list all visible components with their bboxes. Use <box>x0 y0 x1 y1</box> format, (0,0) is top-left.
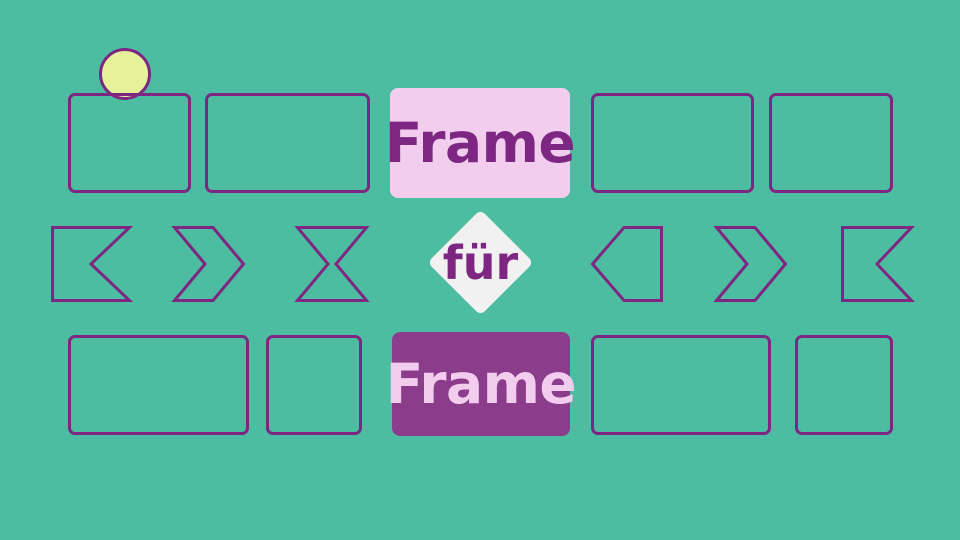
top-rect-4 <box>769 93 893 193</box>
accent-circle <box>99 48 151 100</box>
bowtie-path <box>294 226 370 302</box>
bottom-frame-card: Frame <box>386 332 577 436</box>
bottom-rect-2 <box>266 335 362 435</box>
top-rect-3 <box>591 93 754 193</box>
top-frame-label: Frame <box>384 110 576 175</box>
notched-rect-shape-right <box>841 226 915 302</box>
pentagon-left-path <box>590 226 663 302</box>
chevron-right-shape-2 <box>713 226 788 302</box>
top-rect-2 <box>205 93 370 193</box>
chevron-right-path-2 <box>713 226 788 302</box>
bottom-rect-1 <box>68 335 249 435</box>
chevron-right-shape-1 <box>171 226 246 302</box>
bowtie-shape <box>294 226 370 302</box>
fuer-diamond: für <box>427 209 534 316</box>
notched-rect-path-2 <box>841 226 915 302</box>
bottom-rect-4 <box>795 335 893 435</box>
top-frame-card: Frame <box>385 88 576 198</box>
bottom-frame-label: Frame <box>385 351 577 416</box>
pentagon-left-shape <box>590 226 663 302</box>
diamond-label: für <box>442 235 519 290</box>
top-rect-1 <box>68 93 191 193</box>
notched-rect-path <box>51 226 134 302</box>
notched-rect-shape-left <box>51 226 134 302</box>
chevron-right-path <box>171 226 246 302</box>
bottom-rect-3 <box>591 335 771 435</box>
